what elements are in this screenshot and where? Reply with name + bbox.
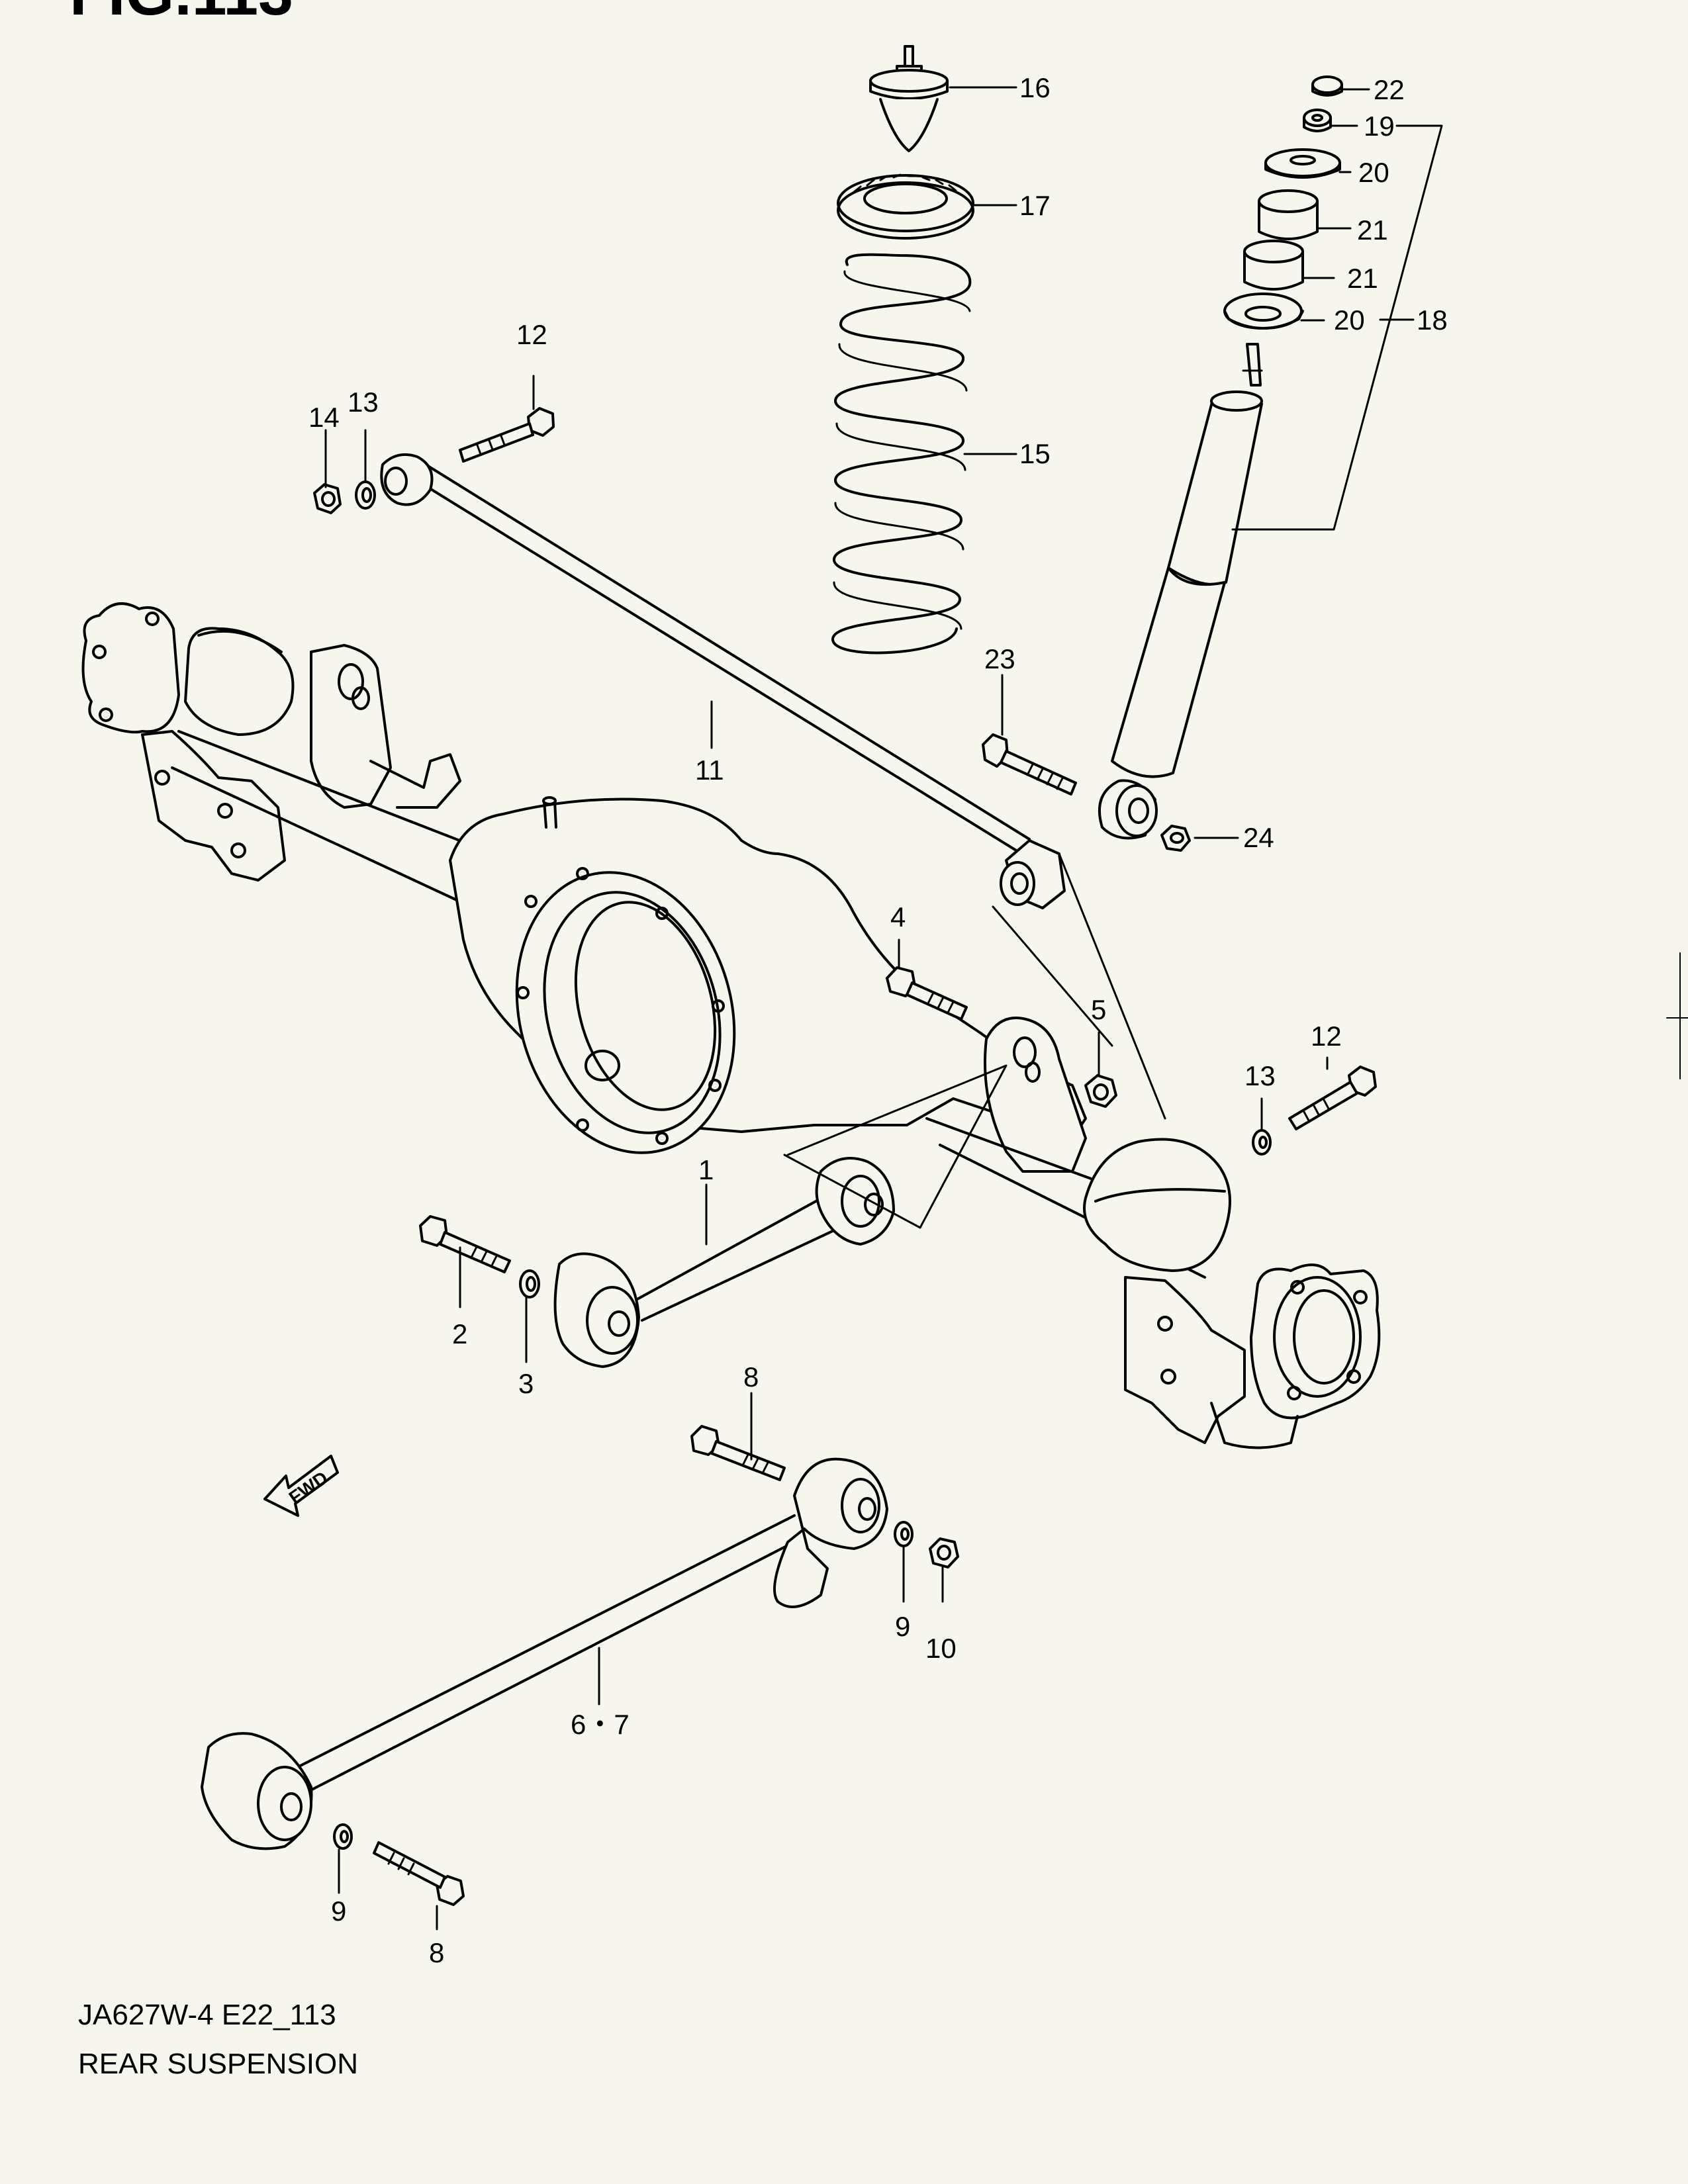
label-9-lower: 9 [331,1895,346,1927]
nut-22 [1311,75,1343,97]
figure-title: FIG.113 [70,0,293,28]
label-21-lower: 21 [1347,263,1378,294]
bolt-2 [419,1215,511,1273]
page-edge-mark [1666,952,1688,1079]
label-12-lower: 12 [1311,1021,1342,1052]
label-21-upper: 21 [1357,214,1388,246]
label-5: 5 [1091,994,1106,1025]
label-1: 1 [698,1154,714,1185]
label-18: 18 [1417,304,1448,336]
washer-20-lower [1223,293,1304,330]
label-13-lower: 13 [1244,1060,1276,1091]
label-4: 4 [890,901,906,933]
washer-9-upper [894,1521,914,1547]
label-11: 11 [695,754,724,786]
nut-19 [1303,109,1332,132]
label-20-lower: 20 [1334,304,1365,336]
label-19: 19 [1364,111,1395,142]
bushing-21-lower [1243,240,1304,291]
bolt-23 [982,733,1077,796]
bolt-12-upper [459,407,555,463]
nut-10 [929,1537,959,1569]
spring-seat-17 [837,173,974,240]
washer-20-upper [1264,148,1341,179]
nut-24 [1160,825,1191,852]
assembly-phantom-lines [783,852,1166,1229]
label-22: 22 [1374,74,1405,105]
washer-13-lower [1252,1129,1272,1156]
callout-labels: 16 17 15 22 19 20 21 21 20 18 23 24 12 1… [308,72,1448,1968]
label-6-7: 6・7 [571,1709,630,1740]
coil-spring-15 [831,253,972,655]
label-10: 10 [925,1633,957,1664]
callout-leader-lines [324,86,1443,1931]
figure-name: REAR SUSPENSION [78,2048,358,2080]
label-8-upper: 8 [743,1361,759,1392]
figure-code: JA627W-4 E22_113 [78,1999,336,2031]
label-16: 16 [1019,72,1051,103]
label-13-upper: 13 [348,387,379,418]
upper-arm-1 [553,1157,895,1368]
label-3: 3 [518,1368,534,1399]
washer-13-upper [355,480,376,510]
label-23: 23 [984,643,1015,674]
washer-3 [519,1269,540,1298]
bushing-21-upper [1258,189,1319,240]
bolt-12-lower [1288,1066,1377,1130]
label-14: 14 [308,402,340,433]
bolt-4 [886,966,968,1021]
label-24: 24 [1243,822,1274,853]
label-17: 17 [1019,190,1051,221]
label-20-upper: 20 [1358,157,1389,188]
lower-arm-6-7 [201,1457,888,1850]
label-15: 15 [1019,438,1051,469]
rear-axle-housing [81,602,1381,1449]
label-9-upper: 9 [895,1611,910,1642]
bump-stopper-16 [869,45,949,152]
lateral-rod-11 [380,453,1066,909]
washer-9-lower [333,1823,353,1850]
bolt-8-lower [373,1841,465,1906]
label-8-lower: 8 [429,1937,444,1968]
shock-absorber-18 [1098,343,1263,840]
nut-14 [313,483,342,514]
nut-5 [1084,1074,1117,1108]
label-2: 2 [452,1318,467,1349]
forward-direction-arrow-icon: FWD [263,1455,339,1517]
label-12-upper: 12 [516,319,547,350]
bolt-8-upper [690,1425,786,1481]
